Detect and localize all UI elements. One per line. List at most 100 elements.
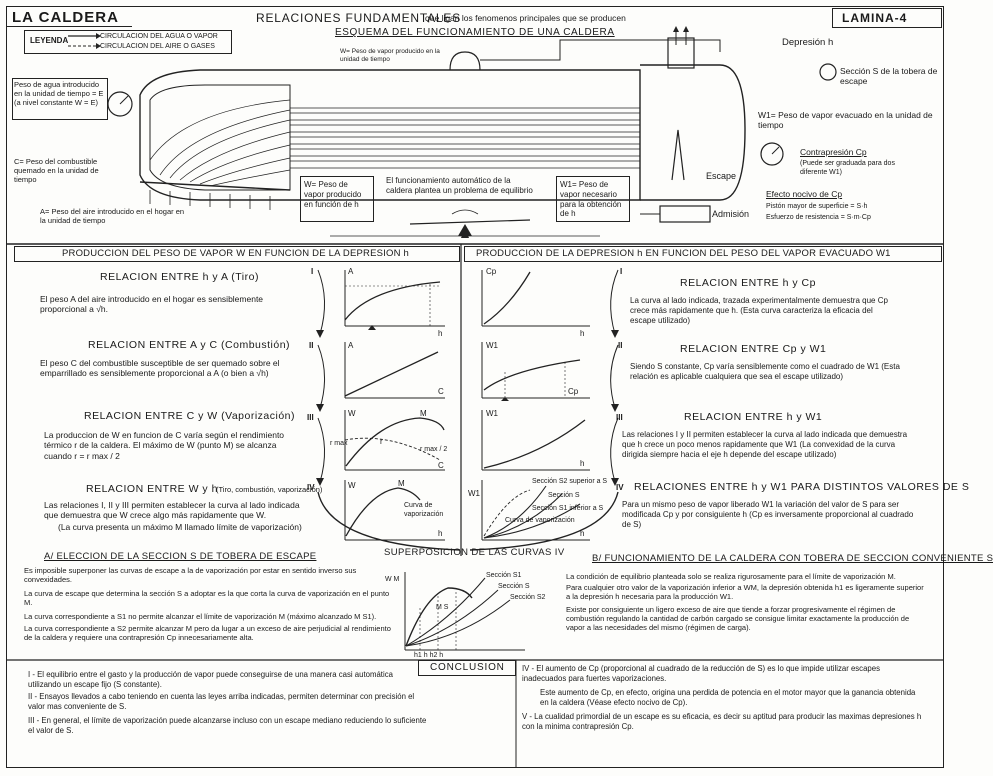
left-rel-4-sub: (Tiro, combustión, vaporización) [216,485,323,494]
lamina-label: LAMINA-4 [842,11,908,25]
sup-seccion-s2: Sección S2 [510,594,546,601]
rg1-axis-h: h [580,329,585,338]
rg4-curva-label: Curva de vaporización [505,517,575,524]
funcionamiento-p2: Para cualquier otro valor de la vaporiza… [566,583,924,602]
conclusion-1: I - El equilibrio entre el gasto y la pr… [28,670,393,689]
rg2-axis-cp: Cp [568,387,579,396]
left-rel-3-text: La produccion de W en funcion de C varía… [44,430,285,461]
left-rel-2-text: El peso C del combustible susceptible de… [40,358,280,379]
fuel-label: C= Peso del combustible quemado en la un… [14,157,99,185]
w1-box-label: W1= Peso de vapor necesario para la obte… [560,180,622,219]
left-rel-3-title: RELACION ENTRE C y W (Vaporización) [84,410,296,422]
roman-left-3: III [307,413,314,422]
esfuerzo-label: Esfuerzo de resistencia = S·m·Cp [766,214,871,221]
g3-axis-w: W [348,409,356,418]
depresion-label: Depresión h [782,37,834,48]
right-rel-3-text: Las relaciones I y II permiten establece… [622,430,908,459]
rg4-axis-w1: W1 [468,489,480,498]
right-rel-2-text: Siendo S constante, Cp varía sensiblemen… [630,362,900,381]
roman-left-2: II [309,341,314,350]
right-rel-3-title: RELACION ENTRE h y W1 [684,411,823,423]
sup-h-labels: h1 h h2 h [414,652,444,659]
eleccion-p2: La curva de escape que determina la secc… [24,589,390,608]
conclusion-3: III - En general, el límite de vaporizac… [28,716,427,735]
eleccion-p3: La curva correspondiente a S1 no permite… [24,612,377,621]
superposicion-title: SUPERPOSICION DE LAS CURVAS IV [384,547,565,558]
outer-frame [6,6,944,768]
right-section-title: PRODUCCION DE LA DEPRESION h EN FUNCION … [476,248,891,259]
subtitle-rest: que ligan los fenomenos principales que … [425,13,626,23]
contrapresion-label: Contrapresión Cp [800,147,867,157]
sup-ms: M S [436,604,449,611]
steam-produced-label: W= Peso de vapor producido en la unidad … [340,48,440,63]
w-box-label: W= Peso de vapor producido en función de… [304,180,362,209]
g3-axis-c: C [438,461,444,470]
right-rel-4-title: RELACIONES ENTRE h y W1 PARA DISTINTOS V… [634,481,970,493]
roman-left-1: I [311,267,314,276]
right-section-box [464,246,942,262]
admision-label: Admisión [712,209,750,219]
sup-seccion-s1: Sección S1 [486,572,522,579]
left-rel-1-text: El peso A del aire introducido en el hog… [40,294,264,315]
legend-box [24,30,232,54]
rg4-s: Sección S [548,492,580,499]
left-section-title: PRODUCCION DEL PESO DE VAPOR W EN FUNCIO… [62,248,409,259]
rg4-axis-h: h [580,529,585,538]
right-rel-1-text: La curva al lado indicada, trazada exper… [630,296,888,325]
left-rel-4-title: RELACION ENTRE W y h [86,483,218,495]
g4-point-m: M [398,479,405,488]
eleccion-title: A/ ELECCION DE LA SECCION S DE TOBERA DE… [44,551,317,562]
rg4-s-superior: Sección S2 superior a S [532,478,608,485]
right-rel-2-title: RELACION ENTRE Cp y W1 [680,343,827,355]
left-rel-4-text1: Las relaciones I, II y III permiten esta… [44,500,300,521]
sup-seccion-s: Sección S [498,583,530,590]
boiler-scheme-drawing [6,26,944,245]
conclusion-5: V - La cualidad primordial de un escape … [522,712,922,731]
g2-axis-c: C [438,387,444,396]
roman-right-1: I [620,267,623,276]
roman-right-3: III [616,413,623,422]
efecto-label: Efecto nocivo de Cp [766,189,843,199]
roman-right-4: IV [616,483,624,492]
rg1-axis-cp: Cp [486,267,497,276]
escape-label: Escape [706,171,737,181]
rg2-axis-w1: W1 [486,341,498,350]
g1-axis-a: A [348,267,354,276]
left-rel-2-title: RELACION ENTRE A y C (Combustión) [88,339,291,351]
g3-rmax-half: r max / 2 [420,446,448,453]
conclusion-title: CONCLUSION [430,662,505,673]
funcionamiento-p3: Existe por consiguiente un ligero exceso… [566,605,910,633]
page-title: LA CALDERA [12,9,119,26]
contrapresion-note: (Puede ser graduada para dos diferente W… [800,160,895,176]
seccion-label: Sección S de la tobera de escape [840,66,938,87]
title-underline [6,26,132,28]
eleccion-p1: Es imposible superponer las curvas de es… [24,566,357,585]
lamina-box [832,8,942,28]
left-rel-1-title: RELACION ENTRE h y A (Tiro) [100,271,259,283]
piston-label: Pistón mayor de superficie = S·h [766,203,868,210]
g4-curva-label: Curva de vaporización [404,502,444,518]
w-box [300,176,374,222]
g3-point-m: M [420,409,427,418]
roman-left-4: IV [307,483,315,492]
scheme-title: ESQUEMA DEL FUNCIONAMIENTO DE UNA CALDER… [335,27,615,38]
air-label: A= Peso del aire introducido en el hogar… [40,207,185,226]
conclusion-2: II - Ensayos llevados a cabo teniendo en… [28,692,415,711]
sup-wm: W M [385,576,400,583]
left-rel-4-text2: (La curva presenta un máximo M llamado l… [58,522,302,532]
conclusion-box [418,660,516,676]
rg3-axis-w1: W1 [486,409,498,418]
w1-evac-label: W1= Peso de vapor evacuado en la unidad … [758,110,933,131]
subtitle-main: RELACIONES FUNDAMENTALES [256,11,462,25]
auto-label: El funcionamiento automático de la calde… [386,176,533,195]
water-in-box [12,78,108,120]
legend-air: CIRCULACION DEL AIRE O GASES [100,43,215,50]
w1-box [556,176,630,222]
funcionamiento-p1: La condición de equilibrio planteada sol… [566,572,896,581]
g4-axis-h: h [438,529,443,538]
g3-r: r [380,437,383,446]
g2-axis-a: A [348,341,354,350]
g3-rmax: r max [330,440,348,447]
eleccion-p4: La curva correspondiente a S2 permite al… [24,624,391,643]
g1-axis-h: h [438,329,443,338]
